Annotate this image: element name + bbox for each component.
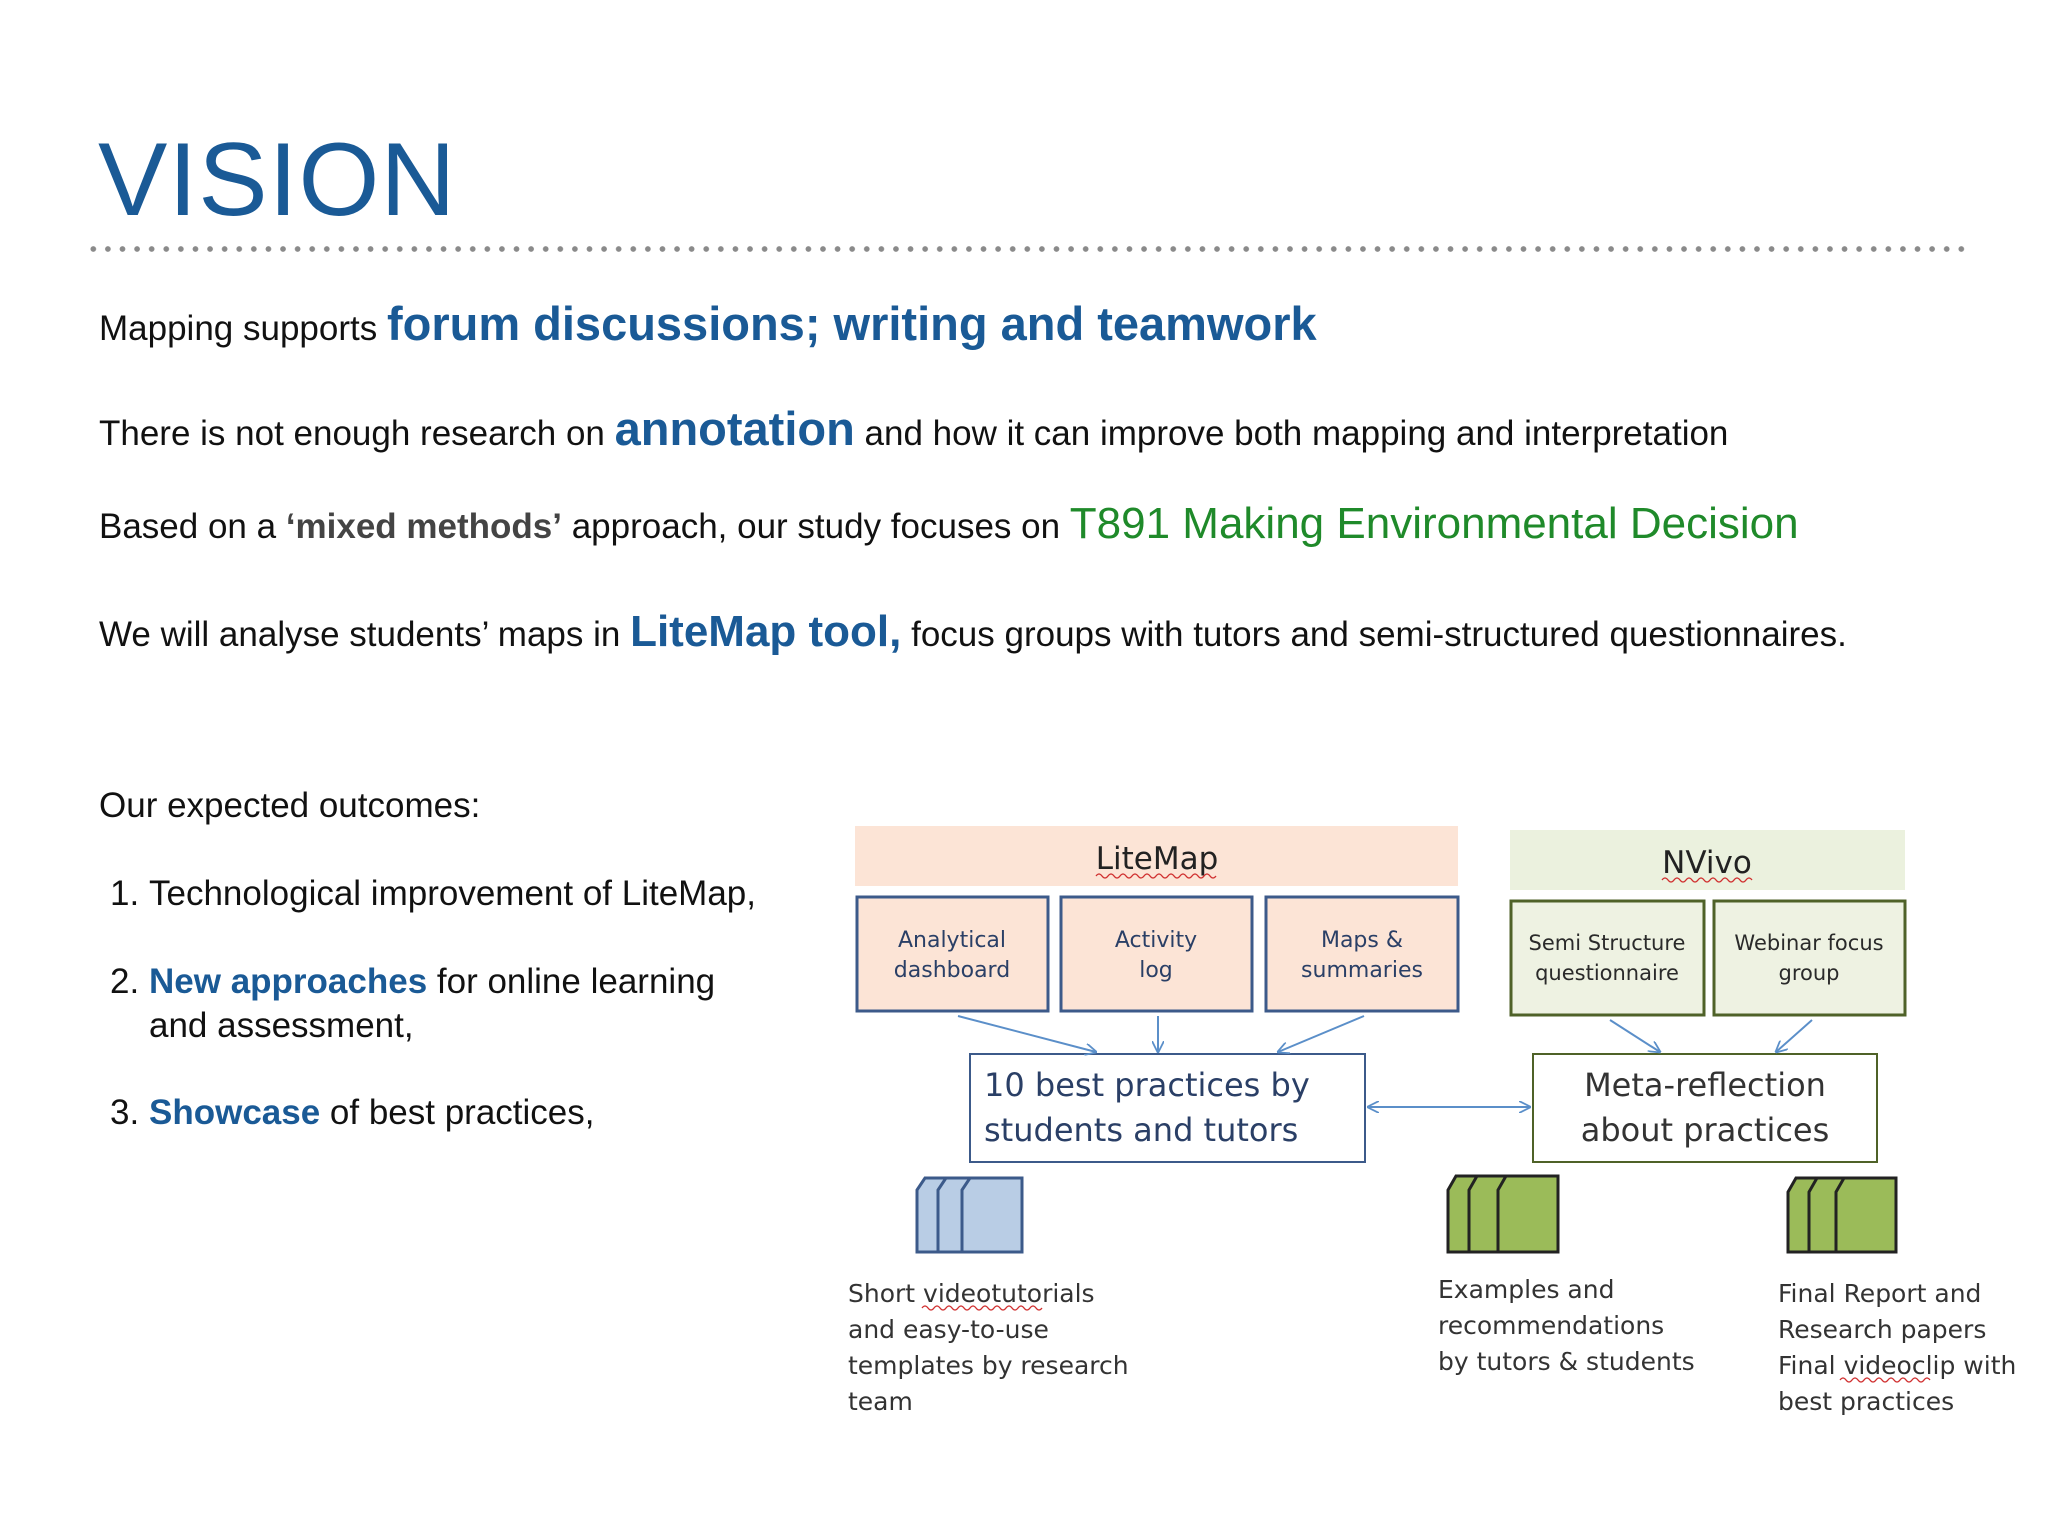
statement-highlight: LiteMap tool, — [630, 607, 902, 656]
statement-methods: Based on a ‘mixed methods’ approach, our… — [99, 498, 1799, 551]
spell-underline — [1839, 1377, 1931, 1383]
arrow-maps — [1278, 1015, 1365, 1052]
caption-line: templates by research — [848, 1351, 1129, 1380]
caption-line: Examples and — [1438, 1275, 1614, 1304]
caption-line: Short videotutorials — [848, 1279, 1095, 1308]
flow-arrows — [957, 1015, 1813, 1107]
meta-reflection-box: Meta-reflection about practices — [1532, 1053, 1878, 1163]
docs-icon-blue — [915, 1176, 1024, 1254]
outcome-highlight: Showcase — [149, 1093, 321, 1132]
caption-line: Research papers — [1778, 1315, 1986, 1344]
box-line2: log — [1139, 958, 1173, 983]
statement-text: and how it can improve both mapping and … — [854, 414, 1729, 453]
output-caption-examples: Examples and recommendations by tutors &… — [1438, 1275, 1695, 1376]
best-practices-box: 10 best practices by students and tutors — [969, 1053, 1366, 1163]
course-name: T891 Making Environmental Decision — [1069, 499, 1799, 548]
arrow-questionnaire — [1609, 1019, 1660, 1052]
box-line2: about practices — [1581, 1111, 1830, 1149]
caption-line: team — [848, 1387, 913, 1416]
box-line1: Activity — [1115, 928, 1197, 953]
box-line1: Meta-reflection — [1584, 1066, 1826, 1104]
box-line2: questionnaire — [1535, 961, 1679, 985]
arrow-webinar — [1776, 1019, 1813, 1052]
outcome-text: Technological improvement of LiteMap, — [149, 874, 756, 913]
box-line1: Maps & — [1321, 928, 1403, 953]
outcome-rest: of best practices, — [320, 1093, 595, 1132]
box-line2: summaries — [1301, 958, 1423, 983]
outcome-line2: and assessment, — [149, 1005, 414, 1045]
statement-text: focus groups with tutors and semi-struct… — [901, 615, 1847, 654]
outcome-number: 1. — [110, 874, 140, 913]
docs-icon-green-2 — [1786, 1176, 1898, 1254]
spell-underline — [921, 1305, 1043, 1311]
litemap-label-underline — [1095, 873, 1217, 879]
nvivo-box-webinar: Webinar focus group — [1712, 899, 1907, 1017]
caption-line: and easy-to-use — [848, 1315, 1049, 1344]
box-line1: Semi Structure — [1529, 931, 1686, 955]
outcome-rest: for online learning — [427, 962, 716, 1001]
output-caption-tutorials: Short videotutorials and easy-to-use tem… — [848, 1279, 1129, 1416]
box-line1: Webinar focus — [1734, 931, 1883, 955]
statement-highlight: annotation — [614, 402, 855, 455]
caption-line: by tutors & students — [1438, 1347, 1695, 1376]
statement-text: There is not enough research on — [99, 414, 615, 453]
box-line1: Analytical — [898, 928, 1006, 953]
nvivo-box-questionnaire: Semi Structure questionnaire — [1509, 899, 1706, 1017]
statement-text: approach, our study focuses on — [561, 507, 1070, 546]
caption-line: best practices — [1778, 1387, 1954, 1416]
slide-title: VISION — [98, 122, 457, 238]
nvivo-label-underline — [1661, 877, 1753, 883]
box-line1: 10 best practices by — [984, 1066, 1310, 1104]
statement-text: Based on a — [99, 507, 286, 546]
arrow-analytical — [957, 1015, 1096, 1052]
statement-mapping: Mapping supports forum discussions; writ… — [99, 296, 1317, 352]
box-line2: dashboard — [894, 958, 1010, 983]
statement-text: We will analyse students’ maps in — [99, 615, 631, 654]
statement-analysis: We will analyse students’ maps in LiteMa… — [99, 606, 1847, 659]
statement-highlight: forum discussions; writing and teamwork — [386, 297, 1317, 350]
docs-icon-green-1 — [1446, 1174, 1560, 1254]
litemap-label: LiteMap — [1096, 841, 1219, 877]
litemap-box-maps: Maps & summaries — [1264, 895, 1460, 1013]
nvivo-header — [1510, 830, 1905, 890]
outcome-text: Showcase of best practices, — [149, 1091, 595, 1135]
box-line2: students and tutors — [984, 1111, 1298, 1149]
outcome-number: 3. — [110, 1093, 140, 1132]
nvivo-label: NVivo — [1662, 845, 1752, 881]
outcome-text: New approaches for online learning and as… — [149, 960, 715, 1048]
outcome-number: 2. — [110, 962, 140, 1001]
output-caption-report: Final Report and Research papers Final v… — [1778, 1279, 2016, 1416]
statement-text: Mapping supports — [99, 309, 387, 348]
box-line2: group — [1779, 961, 1840, 985]
litemap-box-activity: Activity log — [1059, 895, 1254, 1013]
caption-line: Final videoclip with — [1778, 1351, 2016, 1380]
dotted-divider — [86, 245, 1968, 253]
statement-annotation: There is not enough research on annotati… — [99, 401, 1728, 457]
caption-line: Final Report and — [1778, 1279, 1981, 1308]
caption-line: recommendations — [1438, 1311, 1664, 1340]
litemap-box-analytical: Analytical dashboard — [855, 895, 1050, 1013]
outcome-highlight: New approaches — [149, 962, 428, 1001]
statement-bold: ‘mixed methods’ — [285, 507, 562, 546]
outcomes-heading: Our expected outcomes: — [99, 786, 481, 825]
